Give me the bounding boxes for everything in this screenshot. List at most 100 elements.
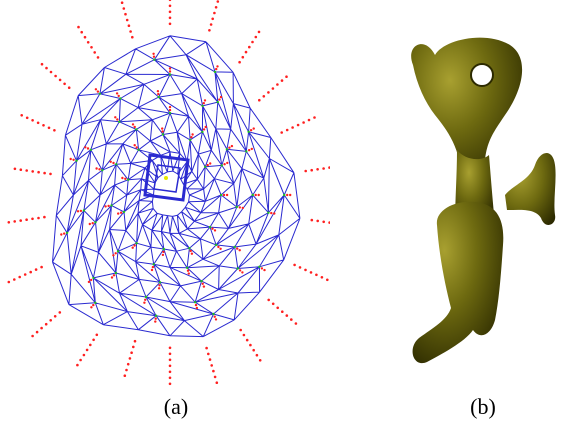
normal-point	[168, 4, 172, 8]
interior-point	[168, 105, 172, 109]
normal-point	[131, 35, 134, 39]
interior-point	[161, 130, 164, 133]
interior-point	[154, 317, 157, 320]
interior-point	[150, 268, 154, 272]
interior-point	[152, 263, 155, 266]
interior-point	[84, 146, 87, 149]
interior-point	[190, 252, 194, 255]
interior-point	[251, 193, 254, 197]
interior-point	[247, 130, 250, 133]
normal-point	[214, 6, 218, 9]
interior-point	[124, 177, 127, 180]
normal-point	[67, 86, 71, 89]
interior-point	[267, 211, 270, 214]
interior-point	[109, 160, 112, 163]
normal-point	[128, 357, 132, 360]
interior-point	[104, 205, 107, 208]
interior-point	[88, 222, 92, 226]
normal-point	[129, 30, 132, 33]
normal-point	[31, 217, 34, 221]
normal-point	[252, 348, 255, 352]
normal-point	[130, 351, 133, 355]
normal-point	[322, 220, 326, 224]
shaded-surface-figure	[395, 30, 565, 380]
normal-point	[281, 310, 284, 314]
normal-point	[304, 169, 308, 173]
interior-point	[95, 167, 98, 170]
interior-point	[214, 318, 218, 321]
normal-point	[43, 215, 46, 219]
normal-point	[251, 40, 254, 44]
interior-point	[135, 146, 138, 149]
interior-point	[117, 94, 120, 98]
normal-point	[125, 368, 128, 372]
interior-point	[156, 90, 160, 93]
interior-point	[252, 127, 255, 130]
normal-point	[244, 50, 248, 54]
interior-point	[158, 281, 162, 284]
normal-point	[267, 298, 271, 302]
normal-point	[31, 334, 34, 338]
normal-point	[58, 311, 62, 314]
normal-point	[126, 362, 130, 366]
normal-point	[310, 168, 314, 172]
normal-point	[93, 51, 96, 54]
normal-point	[255, 353, 259, 357]
interior-point	[233, 245, 236, 249]
interior-point	[87, 280, 91, 284]
interior-point	[168, 70, 172, 73]
normal-point	[25, 169, 29, 172]
interior-point	[131, 246, 134, 249]
interior-point	[112, 254, 115, 257]
interior-point	[82, 209, 86, 212]
normal-point	[168, 358, 172, 362]
normal-point	[168, 10, 172, 14]
interior-point	[135, 242, 138, 245]
mesh-edges	[52, 35, 301, 338]
interior-point	[76, 210, 80, 213]
interior-point	[247, 149, 251, 152]
interior-point	[194, 301, 197, 304]
normal-point	[296, 123, 300, 127]
interior-point	[260, 267, 264, 270]
normal-point	[127, 24, 131, 28]
normal-point	[207, 352, 210, 356]
normal-point	[42, 124, 45, 127]
normal-point	[19, 219, 23, 222]
interior-point	[117, 212, 120, 215]
interior-point	[189, 249, 192, 253]
normal-point	[92, 338, 95, 342]
interior-point	[110, 276, 114, 279]
interior-point	[152, 55, 156, 58]
normal-point	[36, 121, 40, 125]
interior-point	[90, 278, 93, 282]
interior-point	[283, 193, 286, 197]
interior-point	[186, 269, 190, 272]
normal-point	[210, 364, 213, 367]
interior-point	[219, 247, 222, 250]
interior-point	[223, 163, 226, 166]
interior-point	[238, 206, 241, 209]
interior-point	[89, 148, 93, 151]
normal-point	[258, 359, 262, 362]
normal-point	[322, 167, 325, 170]
wireframe-mesh-figure	[7, 0, 330, 386]
normal-point	[44, 322, 48, 326]
normal-point	[328, 221, 330, 224]
normal-point	[276, 306, 280, 310]
normal-point	[49, 70, 53, 74]
normal-point	[280, 131, 284, 134]
normal-point	[43, 171, 46, 175]
normal-point	[267, 91, 270, 94]
interior-point	[121, 176, 124, 180]
normal-point	[316, 219, 320, 223]
normal-point	[95, 333, 99, 337]
normal-point	[271, 302, 275, 306]
normal-point	[37, 170, 40, 174]
interior-point	[202, 285, 206, 288]
interior-point	[215, 67, 218, 71]
interior-point	[133, 244, 136, 247]
interior-point	[213, 229, 217, 232]
shaded-surface-svg	[411, 37, 556, 364]
normal-point	[254, 35, 258, 39]
